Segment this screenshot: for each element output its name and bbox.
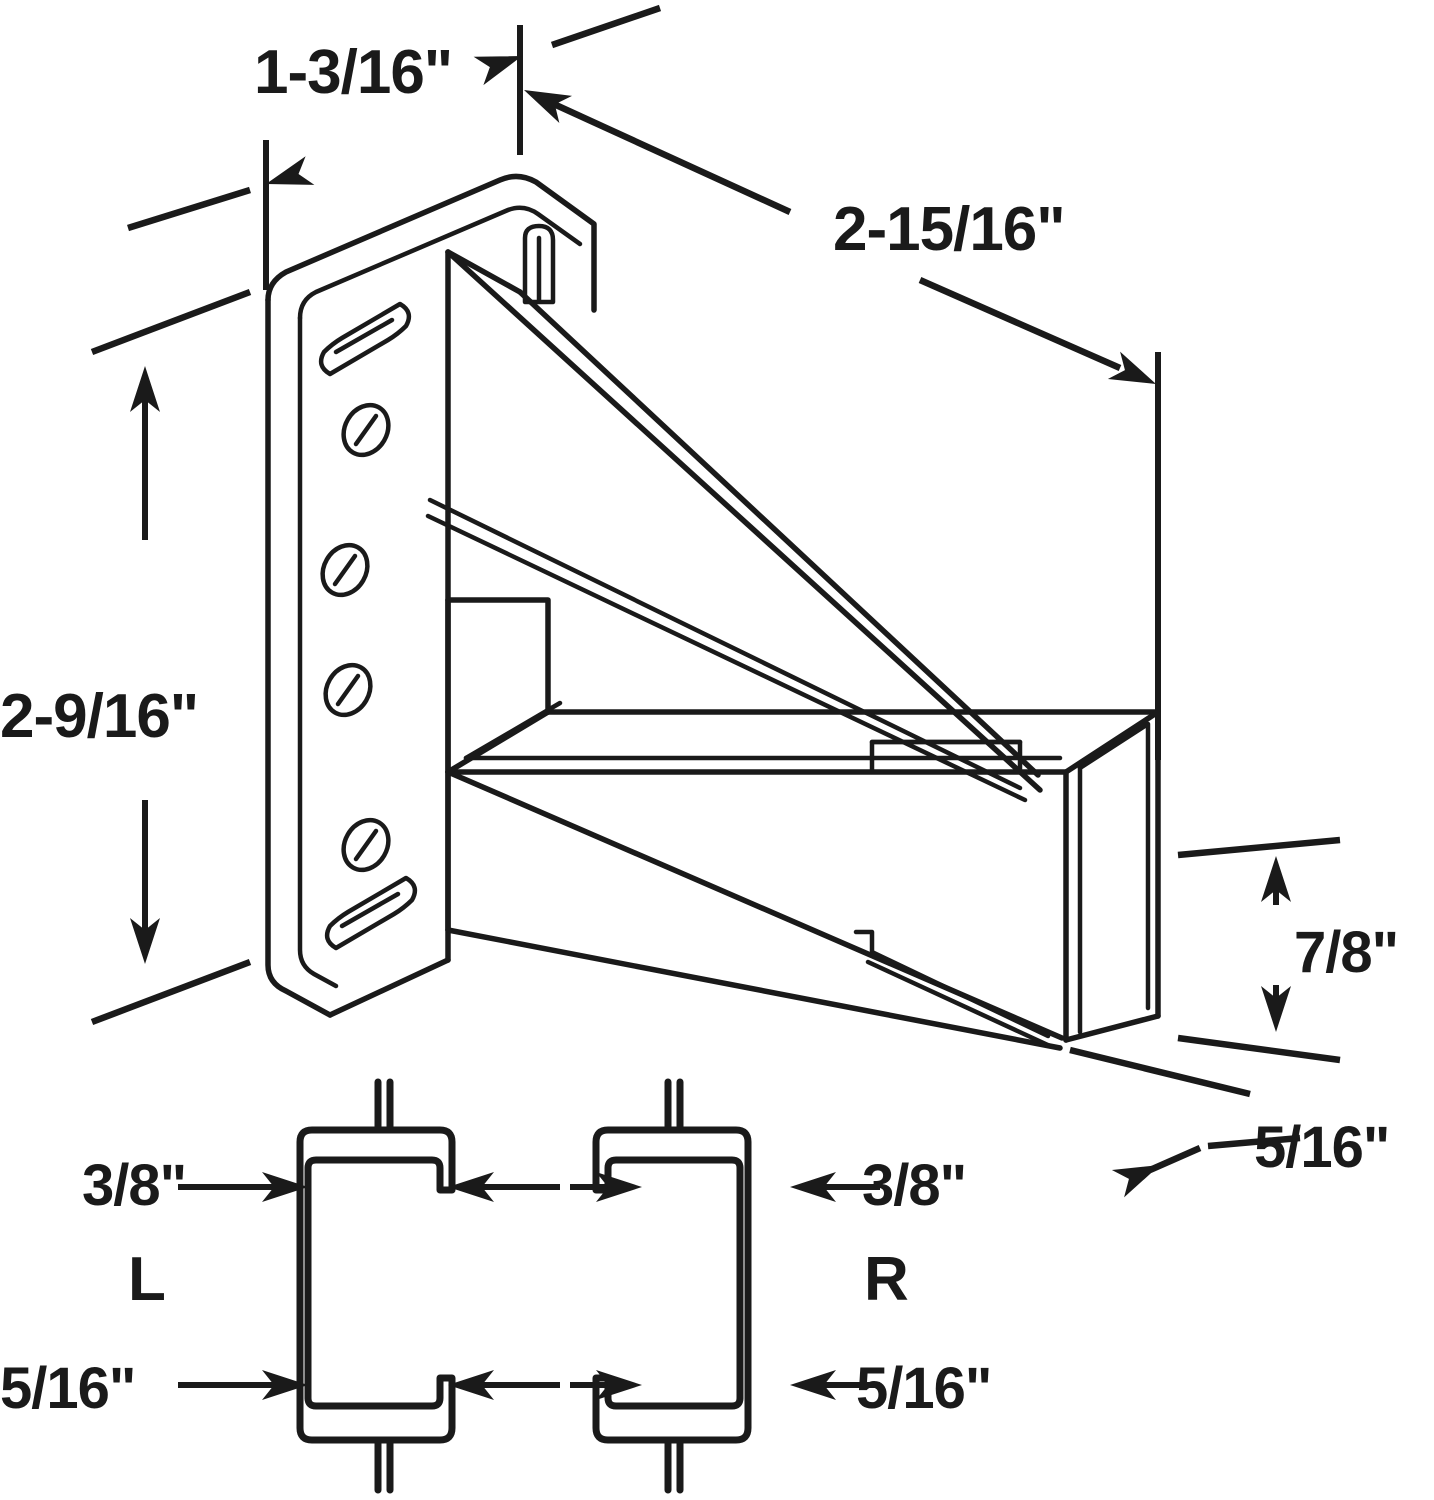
endcap-bottom-bevel	[1063, 1013, 1161, 1043]
oblong-slot-inner-bottom	[339, 891, 401, 929]
xs-right-outer-profile	[592, 1126, 752, 1444]
gusset-top-left-edge	[445, 249, 523, 295]
gusset-lip-upper	[427, 497, 1023, 791]
dimension-label-flange-right: 5/16"	[1254, 1115, 1389, 1180]
round-hole-outer-3	[323, 662, 373, 718]
hole-1	[341, 402, 391, 458]
dimension-height-left	[90, 288, 252, 1026]
xs-left-outer-profile	[296, 1126, 456, 1444]
backplate-inner-left-edge	[297, 315, 339, 989]
dimension-flange-right	[1069, 1046, 1301, 1198]
leader-line-right-upper	[550, 4, 662, 49]
backplate-bottom-edge	[327, 957, 451, 1018]
hole-2	[320, 542, 370, 598]
xs-left-stem-bottom	[374, 1436, 394, 1494]
cross-section-right	[570, 1078, 880, 1494]
lower-web-bottom-edge	[445, 927, 1063, 1051]
leader-line-left	[127, 186, 251, 232]
lower-lip-upper	[853, 929, 1051, 1039]
round-hole-inner-2	[332, 553, 358, 587]
arrow-head-516	[1111, 1151, 1167, 1198]
shelf-upper-left-bevel-inner	[463, 700, 563, 761]
leader-line-516-tail	[1207, 1134, 1301, 1150]
round-hole-inner-4	[353, 828, 379, 862]
xs-left-stem-top	[374, 1078, 394, 1134]
dimension-label-right-profile-top: 3/8"	[862, 1153, 966, 1218]
leader-line-78-top	[1177, 836, 1341, 859]
leader-line-width-right	[918, 277, 1122, 371]
dimension-label-height-left: 2-9/16"	[0, 682, 198, 751]
dimension-label-width-top: 2-15/16"	[833, 195, 1065, 264]
arrow-head-width-right	[1107, 351, 1163, 398]
arrow-head-width-left	[517, 76, 573, 124]
backplate-top-edge	[265, 173, 597, 313]
leader-line-78-bottom	[1177, 1034, 1341, 1064]
shelf-upper-riser	[445, 597, 551, 715]
leader-line-width-left	[543, 97, 792, 215]
dimension-label-left-profile-top: 3/8"	[82, 1153, 186, 1218]
bracket-isometric-view	[265, 173, 1161, 1051]
backplate-inner-top-edge	[297, 205, 583, 321]
dimension-label-right-profile-bottom: 5/16"	[856, 1356, 991, 1421]
round-hole-outer-4	[341, 817, 391, 873]
round-hole-outer-2	[320, 542, 370, 598]
dimension-channel-height-right	[1177, 836, 1341, 1064]
profile-label-left: L	[128, 1245, 166, 1314]
xs-right-stem-bottom	[664, 1436, 684, 1494]
leader-line-516-lower	[1069, 1046, 1251, 1098]
leader-line-height-top	[90, 288, 252, 356]
profile-label-right: R	[864, 1245, 909, 1314]
oblong-slot-gusset-outer	[522, 223, 556, 305]
endcap-inner-outline	[1077, 721, 1151, 1011]
endcap-top-bevel	[1063, 709, 1161, 775]
slot-top	[318, 301, 412, 377]
slot-gusset	[522, 223, 556, 305]
hole-4	[341, 817, 391, 873]
dimension-width-top	[517, 76, 1163, 760]
cross-section-left	[178, 1078, 560, 1494]
round-hole-outer-1	[341, 402, 391, 458]
dimension-label-channel-height: 7/8"	[1294, 920, 1398, 985]
gusset-upper-diagonal-outer	[517, 289, 1041, 778]
round-hole-inner-3	[335, 673, 361, 707]
dimension-label-left-profile-bottom: 5/16"	[0, 1356, 135, 1421]
gusset-lip-lower	[425, 513, 1028, 803]
oblong-slot-outer-top	[318, 301, 412, 377]
slot-bottom	[324, 875, 418, 951]
leader-line-516-arrow-tail	[1148, 1145, 1202, 1173]
arrow-head-left	[261, 156, 315, 199]
lower-lip-lower	[865, 959, 1053, 1049]
backplate-left-edge	[265, 297, 333, 1018]
leader-line-height-bottom	[90, 958, 252, 1026]
gusset-upper-diagonal-inner	[445, 249, 1043, 793]
dimension-depth-top	[127, 4, 662, 290]
hole-3	[323, 662, 373, 718]
oblong-slot-outer-bottom	[324, 875, 418, 951]
oblong-slot-inner-top	[333, 317, 395, 355]
dimension-label-depth-top: 1-3/16"	[254, 38, 452, 107]
round-hole-inner-1	[353, 413, 379, 447]
xs-right-stem-top	[664, 1078, 684, 1134]
